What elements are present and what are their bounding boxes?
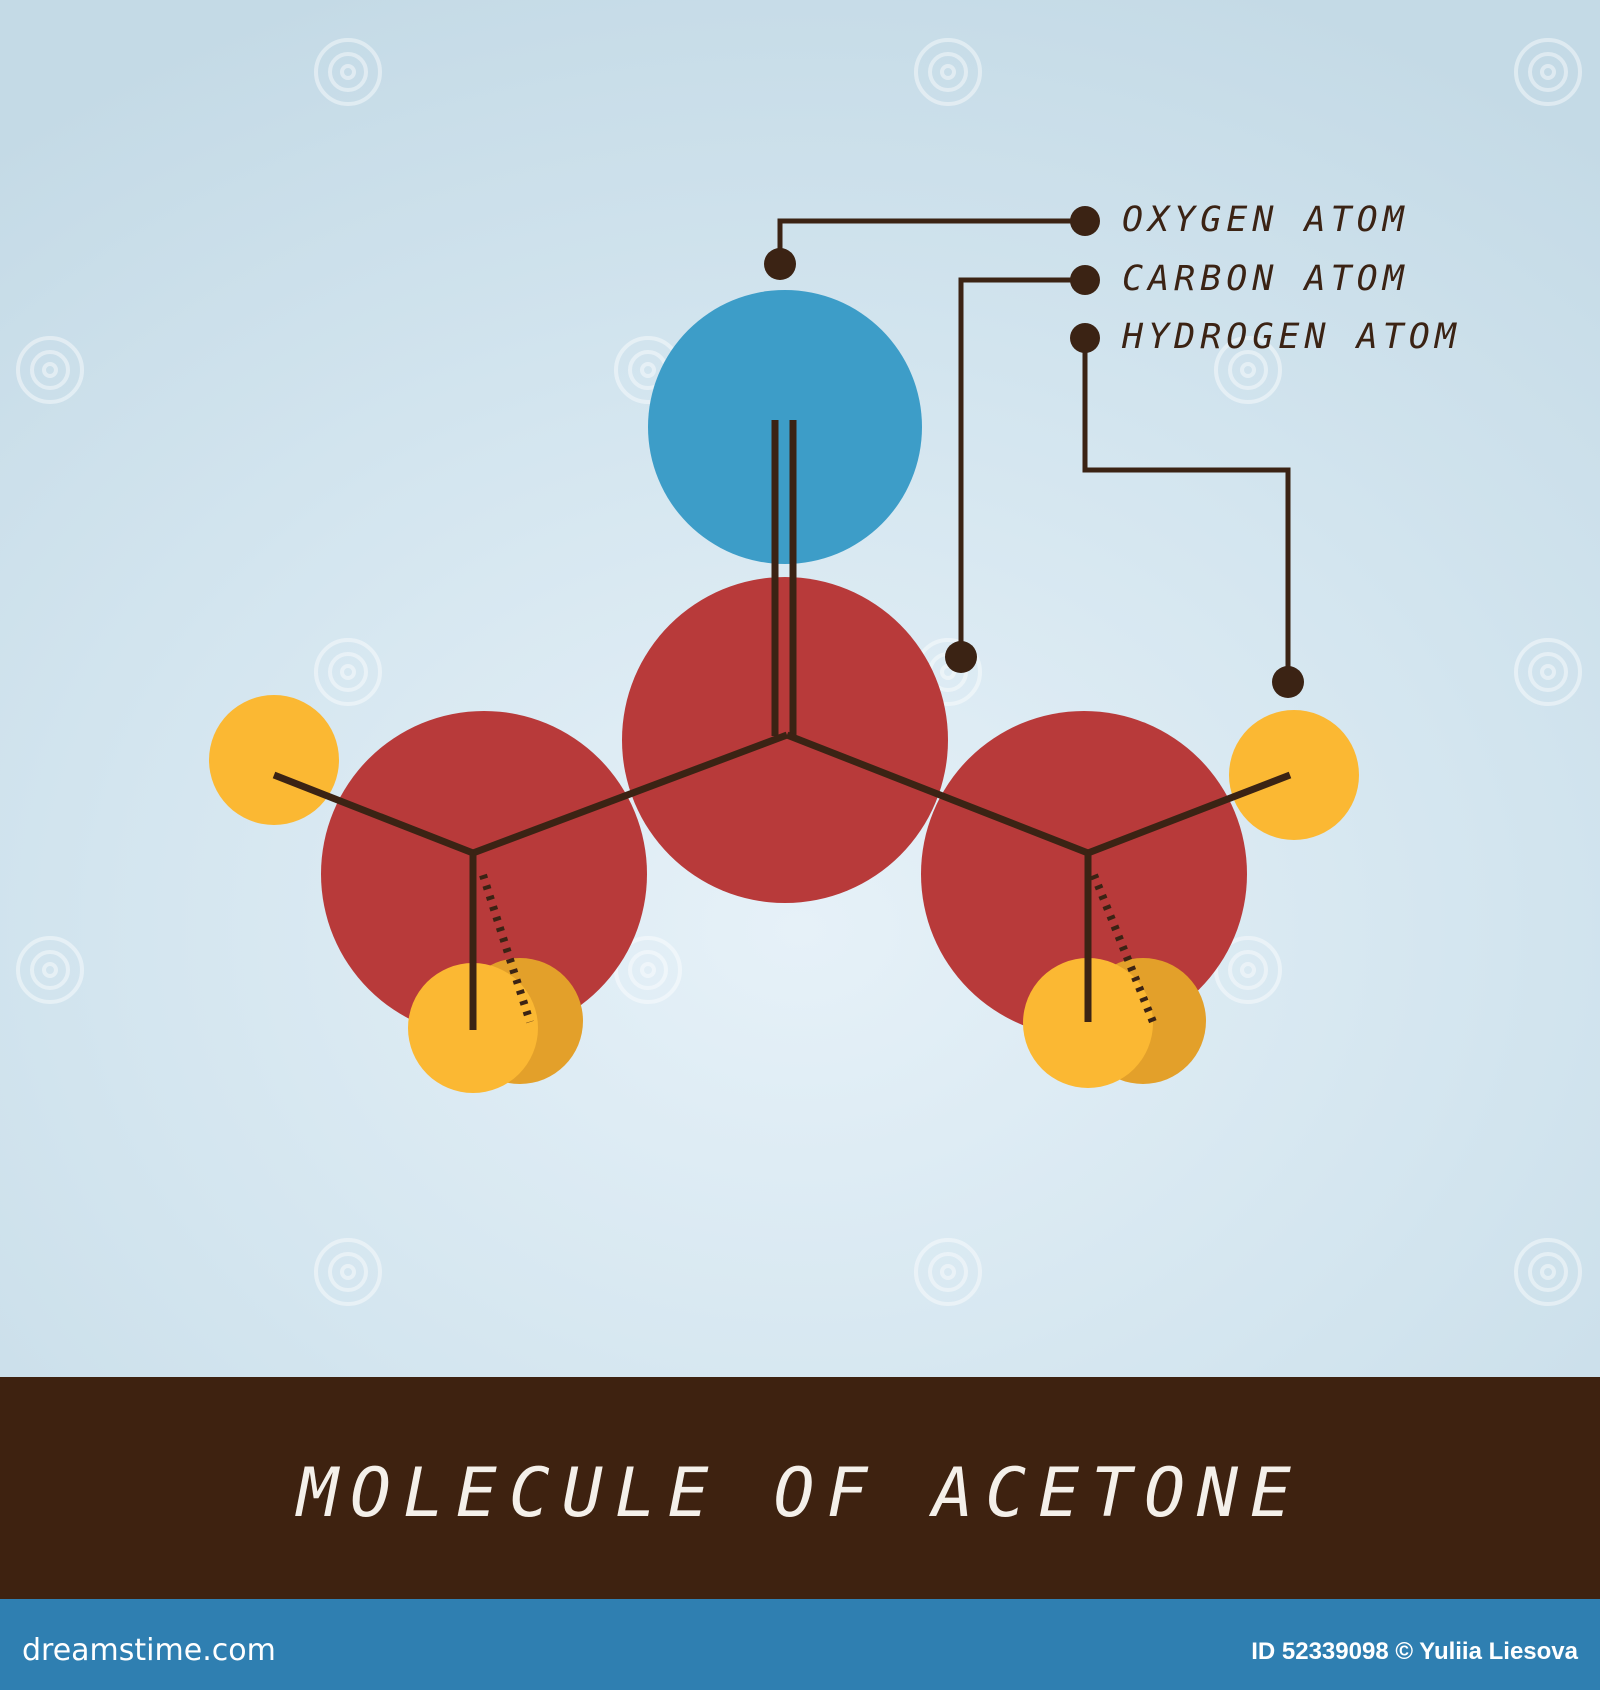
- hydrogen-atom-label: HYDROGEN ATOM: [1122, 317, 1461, 357]
- carbon-atom-left: [321, 711, 647, 1037]
- bond-right-hydrogen-outer: [1086, 771, 1292, 857]
- carbon-atom-label: CARBON ATOM: [1122, 259, 1409, 299]
- carbon-legend-dot: [1070, 265, 1100, 295]
- watermark-spirals: [16, 38, 1582, 1306]
- diagram-title: MOLECULE OF ACETONE: [297, 1454, 1303, 1533]
- hydrogen-leader: [1082, 338, 1291, 682]
- oxygen-legend-dot: [1070, 206, 1100, 236]
- bonds: [272, 420, 1292, 1030]
- footer-site-logo: dreamstime.com: [22, 1633, 276, 1668]
- title-band: [0, 1377, 1600, 1599]
- bond-central-left: [471, 731, 789, 857]
- legend-dots: [764, 206, 1304, 698]
- bond-central-right: [785, 731, 1090, 857]
- hydrogen-atom-left-outer: [209, 695, 339, 825]
- carbon-atom-right: [921, 711, 1247, 1037]
- oxygen-pointer-dot: [764, 248, 796, 280]
- carbon-pointer-dot: [945, 641, 977, 673]
- hydrogen-legend-dot: [1070, 323, 1100, 353]
- acetone-molecule-diagram: [16, 38, 1582, 1306]
- carbon-leader: [958, 277, 1085, 657]
- hydrogen-atom-right-outer: [1229, 710, 1359, 840]
- hydrogen-atom-right-lower: [1023, 958, 1153, 1088]
- oxygen-leader: [777, 218, 1085, 262]
- oxygen-atom: [648, 290, 922, 564]
- footer-image-credit: ID 52339098 © Yuliia Liesova: [1251, 1638, 1578, 1665]
- oxygen-atom-label: OXYGEN ATOM: [1122, 200, 1409, 240]
- bond-left-hydrogen-outer: [272, 771, 475, 857]
- carbon-atom-central: [622, 577, 948, 903]
- bond-left-hydrogen-back: [479, 873, 534, 1024]
- hydrogen-pointer-dot: [1272, 666, 1304, 698]
- footer-bar: [0, 1599, 1600, 1690]
- bond-right-hydrogen-back: [1090, 873, 1157, 1024]
- dashed-bonds: [479, 873, 1157, 1024]
